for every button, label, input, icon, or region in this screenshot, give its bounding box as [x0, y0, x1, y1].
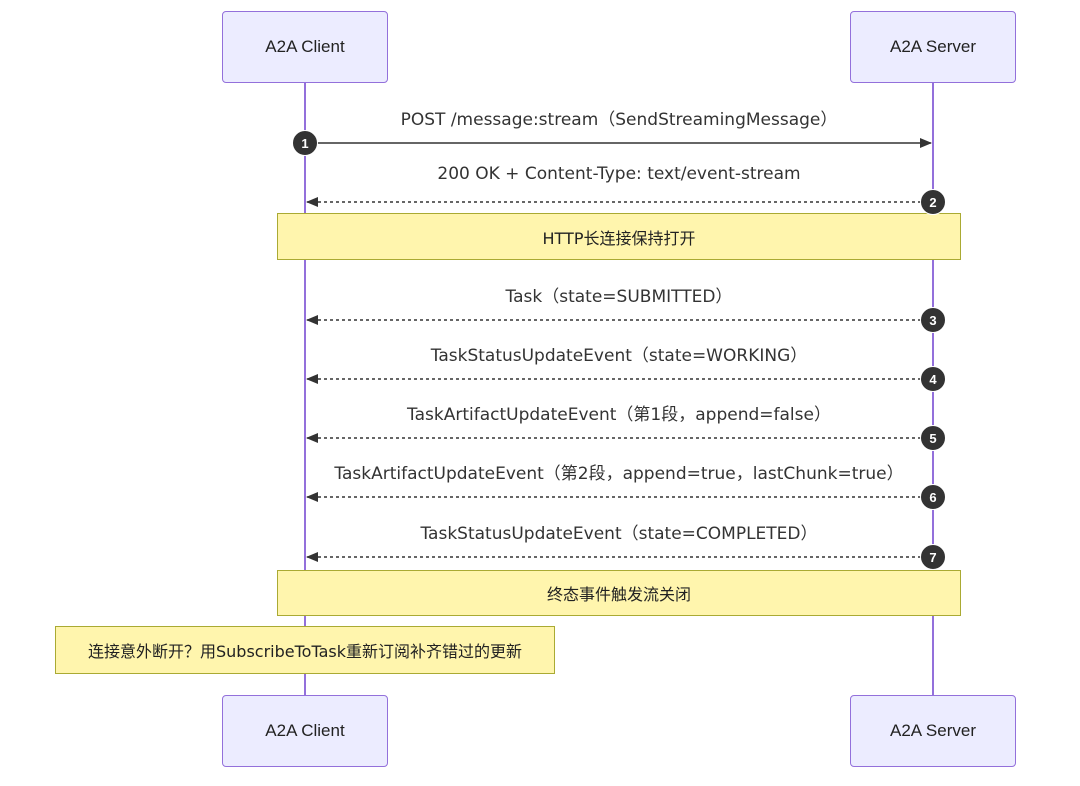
note-reconnect: 连接意外断开？用SubscribeToTask重新订阅补齐错过的更新 [55, 626, 555, 674]
server-actor-top: A2A Server [850, 11, 1016, 83]
message-label-7: TaskStatusUpdateEvent（state=COMPLETED） [420, 524, 818, 544]
message-label-4: TaskStatusUpdateEvent（state=WORKING） [430, 346, 808, 366]
message-label-2: 200 OK + Content-Type: text/event-stream [437, 164, 801, 184]
message-label-1: POST /message:stream（SendStreamingMessag… [400, 110, 838, 130]
client-actor-top: A2A Client [222, 11, 388, 83]
note-terminal: 终态事件触发流关闭 [277, 570, 961, 616]
step-number-7: 7 [920, 544, 946, 570]
message-label-6: TaskArtifactUpdateEvent（第2段，append=true，… [334, 464, 904, 484]
client-actor-bottom: A2A Client [222, 695, 388, 767]
step-number-2: 2 [920, 189, 946, 215]
step-number-5: 5 [920, 425, 946, 451]
step-number-4: 4 [920, 366, 946, 392]
step-number-3: 3 [920, 307, 946, 333]
message-label-5: TaskArtifactUpdateEvent（第1段，append=false… [407, 405, 831, 425]
message-label-3: Task（state=SUBMITTED） [505, 287, 733, 307]
note-keepalive: HTTP长连接保持打开 [277, 213, 961, 260]
step-number-6: 6 [920, 484, 946, 510]
step-number-1: 1 [292, 130, 318, 156]
server-actor-bottom: A2A Server [850, 695, 1016, 767]
